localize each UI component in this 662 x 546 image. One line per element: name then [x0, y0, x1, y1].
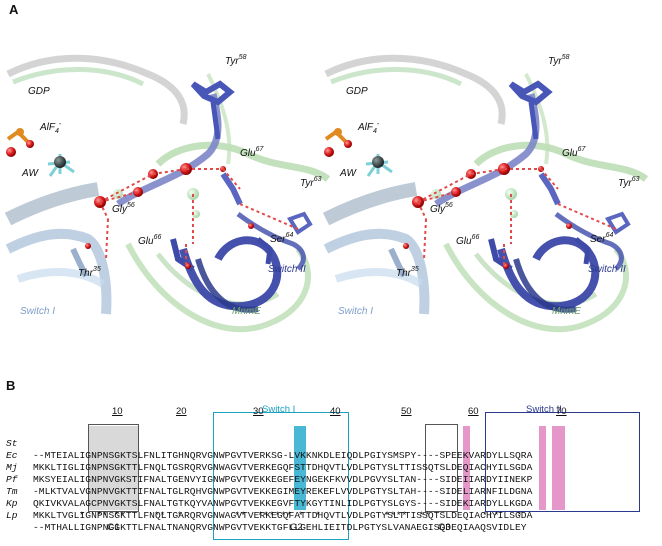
motif-label-g1: G1	[107, 522, 120, 533]
alignment-row: Lp --MTHALLIGNPNCGKTTLFNALTNANQRVGNWPGVT…	[6, 498, 527, 533]
residue-ruler: 10 20 30 40 50 60 70	[27, 406, 647, 420]
label-thr35-right: Thr35	[396, 266, 419, 279]
sequence: MKSYEIALIGNPNVGKSTIFNALTGENVYIGNWPGVTVEK…	[33, 474, 533, 485]
alignment-row: Kp MKKLTVGLIGNPNSGKTTLFNQLTGARQRVGNWAGVT…	[6, 486, 532, 521]
box-switch2	[485, 412, 640, 512]
label-glu67-left: Glu67	[240, 146, 264, 159]
species-label: Kp	[6, 498, 18, 509]
label-thr35-left: Thr35	[78, 266, 101, 279]
sequence: --MTEIALIGNPNSGKTSLFNLITGHNQRVGNWPGVTVER…	[33, 450, 533, 461]
label-switch2-left: Switch II	[268, 264, 306, 275]
label-aw-left: AW	[21, 168, 39, 179]
conservation-line: * ** ** ** * ** ****** * * **** ** *:* *	[33, 510, 523, 521]
label-aw-right: AW	[339, 168, 357, 179]
label-switch1-left: Switch I	[20, 306, 55, 317]
label-tyr58-right: Tyr58	[548, 54, 570, 67]
sequence: MKKLTVGLIGNPNSGKTTLFNQLTGARQRVGNWAGVTVER…	[33, 510, 533, 521]
label-tyr58-left: Tyr58	[225, 54, 247, 67]
ruler-tick: 70	[556, 406, 567, 417]
label-glu67-right: Glu67	[562, 146, 586, 159]
highlight-switch2-col2	[552, 426, 565, 510]
alignment-row: Tm QKIVKVALAGCPNVGKTSLFNALTGTKQYVANWPGVT…	[6, 474, 532, 509]
label-mnme-right: MnmE	[552, 306, 581, 317]
label-ser64-right: Ser64	[590, 232, 613, 245]
species-label: Pf	[6, 474, 18, 485]
sequence: --MTHALLIGNPNCGKTTLFNALTNANQRVGNWPGVTVEK…	[33, 522, 527, 533]
ruler-tick: 20	[176, 406, 187, 417]
panel-letter-b: B	[6, 378, 16, 393]
ruler-tick: 50	[401, 406, 412, 417]
species-label: St	[6, 438, 18, 449]
sequence: MKKLTIGLIGNPNSGKTTLFNQLTGSRQRVGNWAGVTVER…	[33, 462, 533, 473]
ruler-tick: 30	[253, 406, 264, 417]
label-switch2-right: Switch II	[588, 264, 626, 275]
label-gly56-right: Gly56	[430, 202, 453, 215]
label-mnme-left: MnmE	[232, 306, 261, 317]
ruler-tick: 40	[330, 406, 341, 417]
motif-label-g2: G2	[290, 522, 303, 533]
label-gdp-right: GDP	[346, 86, 368, 97]
label-ser64-left: Ser64	[270, 232, 293, 245]
box-g3	[425, 424, 458, 512]
box-g1	[88, 424, 139, 512]
label-tyr63-right: Tyr63	[618, 176, 640, 189]
sequence: QKIVKVALAGCPNVGKTSLFNALTGTKQYVANWPGVTVEK…	[33, 498, 533, 509]
label-gdp-left: GDP	[28, 86, 50, 97]
panel-letter-a: A	[9, 2, 19, 17]
alignment-row: St --MTEIALIGNPNSGKTSLFNLITGHNQRVGNWPGVT…	[6, 426, 532, 461]
label-alf4-left: AlF4-	[39, 121, 62, 135]
label-alf4-right: AlF4-	[357, 121, 380, 135]
ruler-tick: 60	[468, 406, 479, 417]
label-tyr63-left: Tyr63	[300, 176, 322, 189]
highlight-switch2-col1	[539, 426, 546, 510]
label-gly56-left: Gly56	[112, 202, 135, 215]
label-glu66-right: Glu66	[456, 234, 479, 247]
sequence-alignment: Switch I Switch II 10 20 30 40 50 60 70 …	[0, 398, 662, 540]
species-label: Mj	[6, 462, 18, 473]
highlight-g1	[89, 426, 138, 510]
alignment-row: Ec MKKLTIGLIGNPNSGKTTLFNQLTGSRQRVGNWAGVT…	[6, 438, 532, 473]
ruler-tick: 10	[112, 406, 123, 417]
species-label: Lp	[6, 510, 18, 521]
highlight-switch1-col	[294, 426, 306, 510]
switch2-title: Switch II	[526, 404, 562, 415]
sequence: -MLKTVALVGNPNVGKTTIFNALTGLRQHVGNWPGVTVEK…	[33, 486, 533, 497]
species-label: Tm	[6, 486, 18, 497]
alignment-row: Mj MKSYEIALIGNPNVGKSTIFNALTGENVYIGNWPGVT…	[6, 450, 532, 485]
species-label: Ec	[6, 450, 18, 461]
motif-label-g3: G3	[438, 522, 451, 533]
label-switch1-right: Switch I	[338, 306, 373, 317]
switch1-title: Switch I	[262, 404, 296, 415]
label-glu66-left: Glu66	[138, 234, 161, 247]
alignment-row: Pf -MLKTVALVGNPNVGKTTIFNALTGLRQHVGNWPGVT…	[6, 462, 532, 497]
stereo-structure-figure: GDP AlF4- AW Tyr58 Glu67 Tyr63 Gly56 Glu…	[0, 14, 662, 344]
highlight-g3-col	[463, 426, 470, 510]
